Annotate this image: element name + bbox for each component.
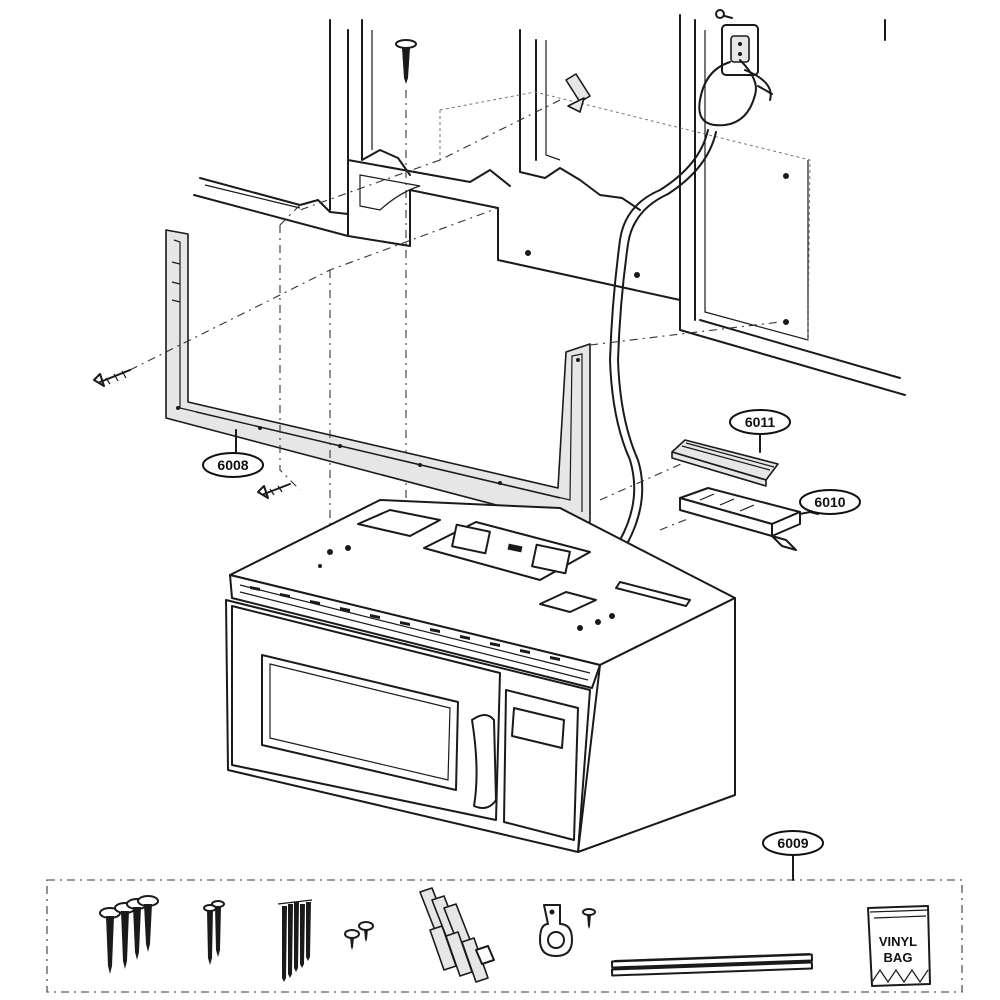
microwave-door	[231, 605, 501, 821]
screw-plate-bottom	[257, 483, 291, 499]
callout-6008-label: 6008	[217, 457, 248, 473]
callout-6008: 6008	[202, 429, 264, 478]
microwave-control-panel	[503, 689, 579, 841]
kit-small-screws	[344, 921, 374, 950]
kit-clamp-screw	[582, 908, 596, 929]
kit-cord-clamp	[539, 904, 573, 957]
microwave-door-handle	[471, 714, 497, 809]
kit-lag-screws	[203, 900, 225, 965]
hardware-kit-box	[46, 879, 963, 993]
kit-threaded-strips	[610, 953, 814, 977]
microwave-vent-grille	[229, 574, 601, 689]
kit-long-bolts	[277, 899, 313, 982]
toggle-bolt	[565, 73, 591, 113]
kit-wood-screws	[99, 895, 159, 974]
kit-vinyl-bag	[867, 905, 931, 987]
screw-outlet	[715, 9, 733, 19]
damper-box	[659, 487, 801, 551]
callout-6009: 6009	[762, 830, 824, 856]
wall-outlet	[721, 24, 759, 76]
wall-cabinet-center	[497, 29, 681, 301]
callout-6010: 6010	[799, 489, 861, 515]
callout-6011: 6011	[729, 409, 791, 453]
mounting-plate	[165, 229, 591, 527]
mounting-plate-alignment-lines	[129, 99, 781, 560]
wall-cabinet-right	[679, 14, 906, 396]
screw-wall-left	[93, 369, 131, 387]
callout-6009-label: 6009	[777, 835, 808, 851]
damper-cover	[671, 439, 779, 487]
vinyl-bag-label-line2: BAG	[884, 950, 913, 965]
callout-6011-label: 6011	[745, 414, 776, 430]
wall-cabinet-left	[193, 19, 511, 247]
microwave-top-details	[318, 509, 691, 631]
cabinet-footprint-outline	[439, 91, 811, 341]
callout-6010-label: 6010	[814, 494, 845, 510]
vinyl-bag-label-line1: VINYL	[879, 934, 917, 949]
kit-toggle-wings	[419, 887, 495, 983]
